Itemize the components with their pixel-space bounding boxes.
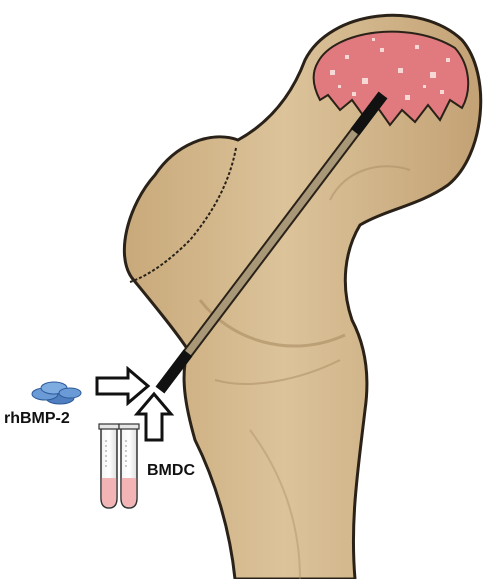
right-arrow-icon: [97, 369, 148, 403]
test-tube-icon: [119, 424, 139, 508]
test-tube-icon: [99, 424, 119, 508]
bmdc-label: BMDC: [147, 462, 195, 480]
up-arrow-icon: [137, 394, 171, 440]
pill-stack-icon: [32, 382, 81, 404]
rhbmp2-label: rhBMP-2: [4, 410, 70, 428]
